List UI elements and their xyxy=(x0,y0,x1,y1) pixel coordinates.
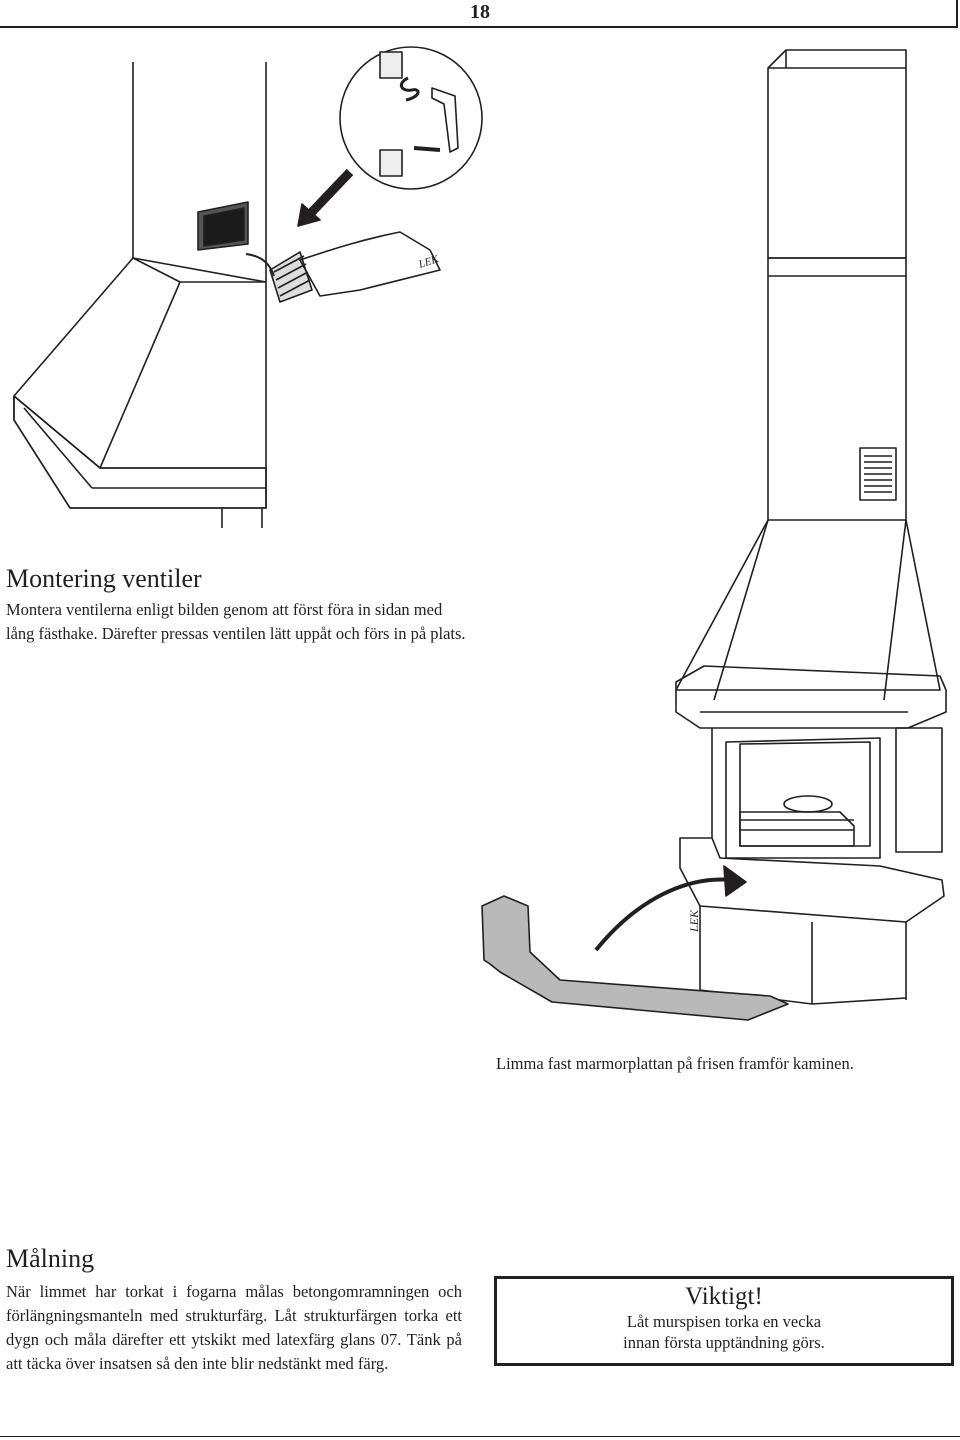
page-number: 18 xyxy=(470,1,490,23)
fireplace-illustration: LEK xyxy=(481,49,947,1021)
important-notice-box: Viktigt! Låt murspisen torka en vecka in… xyxy=(494,1276,954,1366)
notice-line-1: Låt murspisen torka en vecka xyxy=(626,1312,822,1331)
notice-title: Viktigt! xyxy=(685,1283,763,1310)
section-heading-ventiler: Montering ventiler xyxy=(6,564,202,593)
section-body-ventiler: Montera ventilerna enligt bilden genom a… xyxy=(6,600,466,643)
section-heading-malning: Målning xyxy=(6,1244,95,1273)
notice-line-2: innan första upptändning görs. xyxy=(623,1333,825,1352)
page-number-frame xyxy=(0,0,958,28)
footer-rule xyxy=(0,1436,960,1437)
figure-caption: Limma fast marmorplattan på frisen framf… xyxy=(496,1054,854,1073)
brand-mark-fireplace: LEK xyxy=(687,909,701,933)
vent-installation-illustration: LEK xyxy=(13,46,483,528)
section-body-malning: När limmet har torkat i fogarna målas be… xyxy=(6,1282,462,1373)
